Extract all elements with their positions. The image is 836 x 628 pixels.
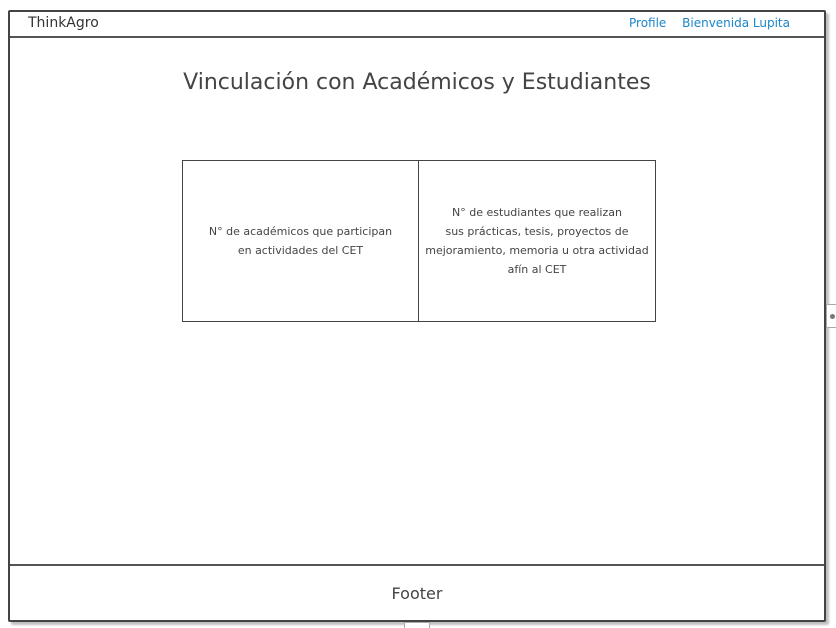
card-academicos-label: N° de académicos que participan en activ…: [208, 225, 393, 257]
nav-links: Profile Bienvenida Lupita: [617, 16, 790, 30]
side-resize-handle[interactable]: [826, 304, 836, 328]
top-navbar: ThinkAgro Profile Bienvenida Lupita: [10, 12, 824, 38]
page-title: Vinculación con Académicos y Estudiantes: [183, 70, 651, 95]
nav-welcome-user-link[interactable]: Bienvenida Lupita: [682, 16, 790, 30]
card-estudiantes[interactable]: N° de estudiantes que realizan sus práct…: [419, 161, 655, 321]
footer-label: Footer: [391, 583, 443, 603]
stats-cards: N° de académicos que participan en activ…: [182, 160, 656, 322]
app-frame: ThinkAgro Profile Bienvenida Lupita Vinc…: [8, 10, 826, 622]
card-academicos[interactable]: N° de académicos que participan en activ…: [183, 161, 419, 321]
card-estudiantes-label: N° de estudiantes que realizan sus práct…: [425, 206, 649, 276]
nav-profile-link[interactable]: Profile: [629, 16, 667, 30]
brand-logo[interactable]: ThinkAgro: [28, 15, 99, 31]
bottom-resize-handle[interactable]: [404, 622, 430, 628]
page-footer: Footer: [10, 564, 824, 620]
